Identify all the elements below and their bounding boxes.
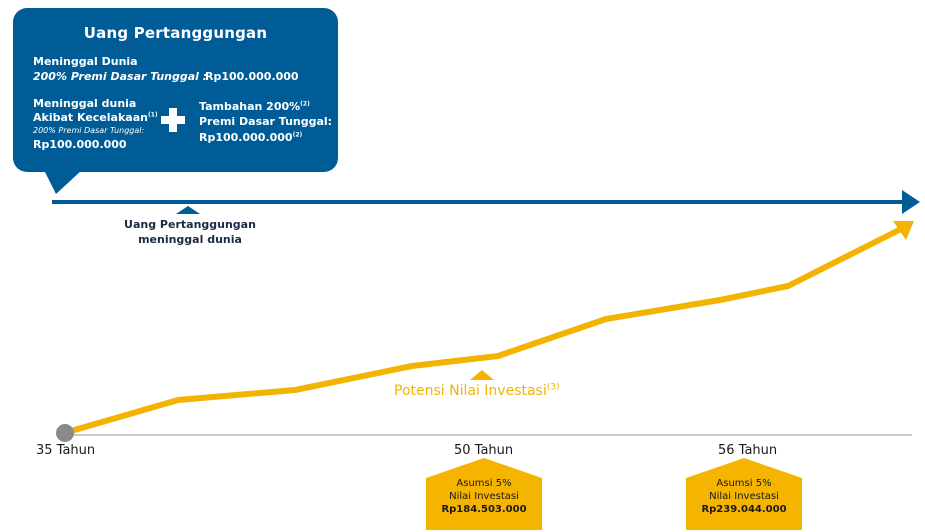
investment-label: Potensi Nilai Investasi(3) [394, 382, 560, 399]
value-box-56-text: Asumsi 5% Nilai Investasi Rp239.044.000 [688, 477, 800, 516]
start-dot [56, 424, 74, 442]
age-50-label: 50 Tahun [454, 443, 514, 458]
age-56-label: 56 Tahun [718, 443, 778, 458]
value-box-56 [686, 458, 802, 530]
additional-amount-ref: (2) [292, 131, 303, 139]
death-label: Meninggal Dunia [33, 55, 138, 68]
investment-ref: (3) [546, 382, 560, 393]
investment-arrow-head-icon [893, 221, 914, 240]
plus-icon [161, 108, 185, 132]
callout-pointer [44, 170, 82, 194]
triangle-marker-icon [176, 206, 200, 214]
arrow-head-icon [902, 190, 920, 214]
accident-note-ref: (1) [147, 111, 158, 119]
value-box-50-text: Asumsi 5% Nilai Investasi Rp184.503.000 [428, 477, 540, 516]
coverage-callout: Uang Pertanggungan Meninggal Dunia 200% … [13, 8, 338, 172]
additional-line1: Tambahan 200%(2) [199, 100, 310, 113]
death-marker-line1: Uang Pertanggungan [124, 218, 256, 231]
investment-marker-icon [470, 370, 494, 380]
box-amount: Rp184.503.000 [441, 504, 527, 515]
box-amount: Rp239.044.000 [701, 504, 787, 515]
accident-line2: Akibat Kecelakaan(1) [33, 111, 158, 124]
death-marker-line2: meninggal dunia [138, 233, 242, 246]
death-sub: 200% Premi Dasar Tunggal : [33, 70, 208, 83]
additional-ref: (2) [300, 100, 310, 108]
accident-sub: 200% Premi Dasar Tunggal: [33, 126, 145, 135]
additional-line3: Rp100.000.000(2) [199, 131, 303, 144]
death-marker-label: Uang Pertanggungan meninggal dunia [95, 217, 285, 247]
additional-line2: Premi Dasar Tunggal: [199, 115, 333, 128]
death-amount: Rp100.000.000 [205, 70, 299, 83]
age-start-label: 35 Tahun [36, 443, 96, 458]
box-label: Nilai Investasi [709, 491, 779, 502]
value-box-50 [426, 458, 542, 530]
box-assumption: Asumsi 5% [716, 478, 772, 489]
accident-line1: Meninggal dunia [33, 97, 137, 110]
investment-growth-line [63, 225, 905, 436]
box-assumption: Asumsi 5% [456, 478, 512, 489]
accident-amount: Rp100.000.000 [33, 138, 127, 151]
box-label: Nilai Investasi [449, 491, 519, 502]
callout-title: Uang Pertanggungan [83, 24, 268, 42]
